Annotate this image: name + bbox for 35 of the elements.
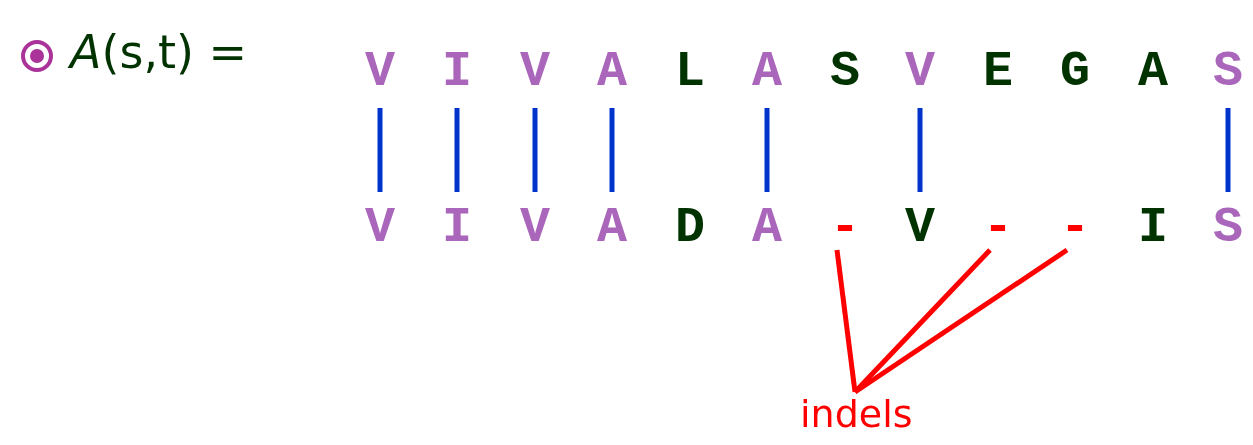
indels-label: indels <box>800 392 913 436</box>
sequence-letter: A <box>587 50 637 94</box>
match-line <box>917 108 923 192</box>
sequence-letter: I <box>432 206 482 250</box>
sequence-letter: V <box>510 206 560 250</box>
match-line <box>1225 108 1231 192</box>
leader-line <box>853 248 992 394</box>
sequence-letter: - <box>820 206 870 250</box>
sequence-letter: V <box>510 50 560 94</box>
sequence-letter: S <box>820 50 870 94</box>
sequence-letter: I <box>1128 206 1178 250</box>
sequence-letter: V <box>895 50 945 94</box>
match-line <box>377 108 383 192</box>
sequence-letter: A <box>742 50 792 94</box>
sequence-letter: A <box>742 206 792 250</box>
leader-line <box>853 247 1069 395</box>
sequence-letter: A <box>587 206 637 250</box>
sequence-letter: I <box>432 50 482 94</box>
sequence-letter: - <box>1050 206 1100 250</box>
leader-line <box>834 249 858 393</box>
sequence-letter: V <box>895 206 945 250</box>
sequence-letter: D <box>665 206 715 250</box>
match-line <box>454 108 460 192</box>
sequence-letter: A <box>1128 50 1178 94</box>
match-line <box>532 108 538 192</box>
sequence-letter: V <box>355 50 405 94</box>
match-line <box>609 108 615 192</box>
match-line <box>764 108 770 192</box>
sequence-letter: S <box>1203 50 1253 94</box>
sequence-letter: E <box>973 50 1023 94</box>
sequence-letter: - <box>973 206 1023 250</box>
sequence-letter: V <box>355 206 405 250</box>
sequence-letter: L <box>665 50 715 94</box>
sequence-letter: G <box>1050 50 1100 94</box>
sequence-letter: S <box>1203 206 1253 250</box>
